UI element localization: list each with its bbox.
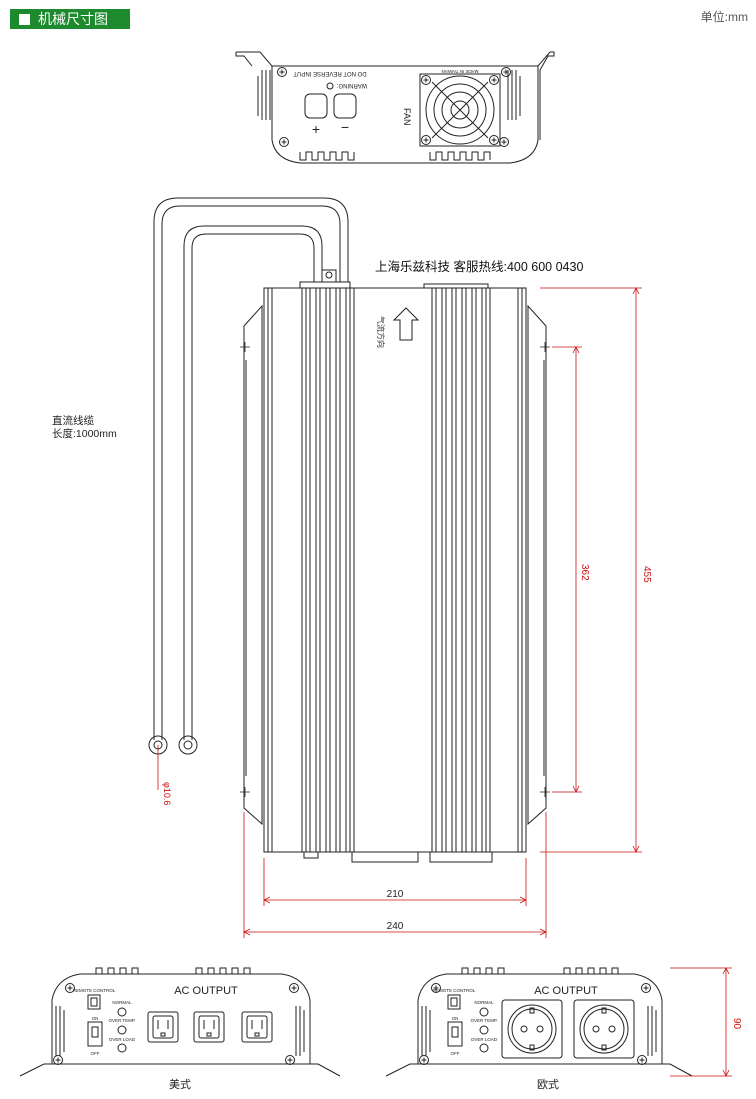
eu-off-label: OFF — [451, 1051, 460, 1056]
warning-indicator-icon — [326, 82, 334, 90]
eu-caption: 欧式 — [537, 1078, 559, 1091]
us-caption: 美式 — [169, 1078, 191, 1091]
airflow-arrow-icon — [392, 307, 420, 341]
left-heatsink-fins — [267, 288, 355, 852]
inverter-body — [263, 287, 527, 853]
section-title: 机械尺寸图 — [38, 11, 108, 27]
normal-led-icon — [117, 1007, 127, 1017]
dimension-240: 240 — [387, 921, 404, 932]
screw-icon — [499, 137, 509, 147]
company-hotline: 上海乐兹科技 客服热线:400 600 0430 — [375, 259, 583, 274]
us-over-temp-label: OVER TEMP. — [108, 1018, 135, 1023]
dimension-362: 362 — [579, 564, 590, 581]
eu-outlet — [501, 999, 563, 1059]
dimension-210: 210 — [387, 889, 404, 900]
screw-icon — [279, 137, 289, 147]
square-bullet-icon — [19, 13, 30, 25]
eu-remote-control: REMOTE CONTROL — [433, 988, 476, 993]
us-remote-control: REMOTE CONTROL — [73, 988, 116, 993]
top-warning-line1: WARNING: — [336, 82, 367, 88]
dimension-90: 90 — [731, 1018, 742, 1030]
dimension-455: 455 — [641, 566, 652, 583]
top-fan-label: FAN — [402, 108, 412, 126]
eu-on-label: ON — [452, 1016, 459, 1021]
screw-icon — [501, 67, 511, 77]
right-mount-flange — [527, 304, 547, 826]
us-outlet — [193, 1011, 225, 1043]
front-view-eu — [385, 967, 693, 1077]
over-load-led-icon — [117, 1043, 127, 1053]
remote-control-port — [447, 994, 461, 1010]
eu-normal-label: NORMAL — [474, 1000, 494, 1005]
dimension-lines — [157, 287, 642, 938]
fan-icon — [419, 73, 501, 147]
left-mount-flange — [243, 304, 263, 826]
eu-ac-output: AC OUTPUT — [534, 985, 598, 997]
over-temp-led-icon — [117, 1025, 127, 1035]
top-minus-label: − — [341, 119, 349, 135]
dc-cable-inner — [183, 225, 323, 740]
cable-note-line2: 长度:1000mm — [52, 427, 117, 440]
top-view — [235, 51, 555, 164]
over-temp-led-icon — [479, 1025, 489, 1035]
main-view — [148, 197, 550, 863]
screw-icon — [277, 67, 287, 77]
remote-control-port — [87, 994, 101, 1010]
eu-over-temp-label: OVER TEMP. — [470, 1018, 497, 1023]
ring-terminal-dimension: φ10.6 — [162, 782, 172, 805]
negative-terminal — [333, 93, 357, 119]
dc-cable-outer — [153, 197, 349, 740]
positive-terminal — [304, 93, 328, 119]
over-load-led-icon — [479, 1043, 489, 1053]
us-over-load-label: OVER LOAD — [109, 1037, 136, 1042]
normal-led-icon — [479, 1007, 489, 1017]
section-title-badge: 机械尺寸图 — [10, 9, 130, 29]
top-made-in: MADE IN TAIWAN — [442, 69, 479, 74]
power-switch[interactable] — [447, 1021, 463, 1047]
top-plus-label: + — [312, 121, 320, 137]
airflow-label: 气流方向 — [376, 316, 386, 348]
right-heatsink-fins — [431, 288, 523, 852]
top-left-fins — [257, 70, 271, 120]
us-normal-label: NORMAL — [112, 1000, 132, 1005]
ring-terminal-right — [178, 735, 198, 755]
front-view-us — [19, 967, 341, 1077]
top-warning-line2: DO NOT REVERSE INPUT — [293, 70, 367, 76]
eu-dimension-lines — [670, 967, 732, 1077]
top-right-fins — [507, 70, 521, 120]
us-off-label: OFF — [91, 1051, 100, 1056]
power-switch[interactable] — [87, 1021, 103, 1047]
cable-note-line1: 直流线缆 — [52, 414, 94, 427]
eu-outlet — [573, 999, 635, 1059]
unit-label: 单位:mm — [700, 10, 748, 24]
us-outlet — [147, 1011, 179, 1043]
eu-over-load-label: OVER LOAD — [471, 1037, 498, 1042]
us-ac-output: AC OUTPUT — [174, 985, 238, 997]
us-on-label: ON — [92, 1016, 99, 1021]
us-outlet — [241, 1011, 273, 1043]
